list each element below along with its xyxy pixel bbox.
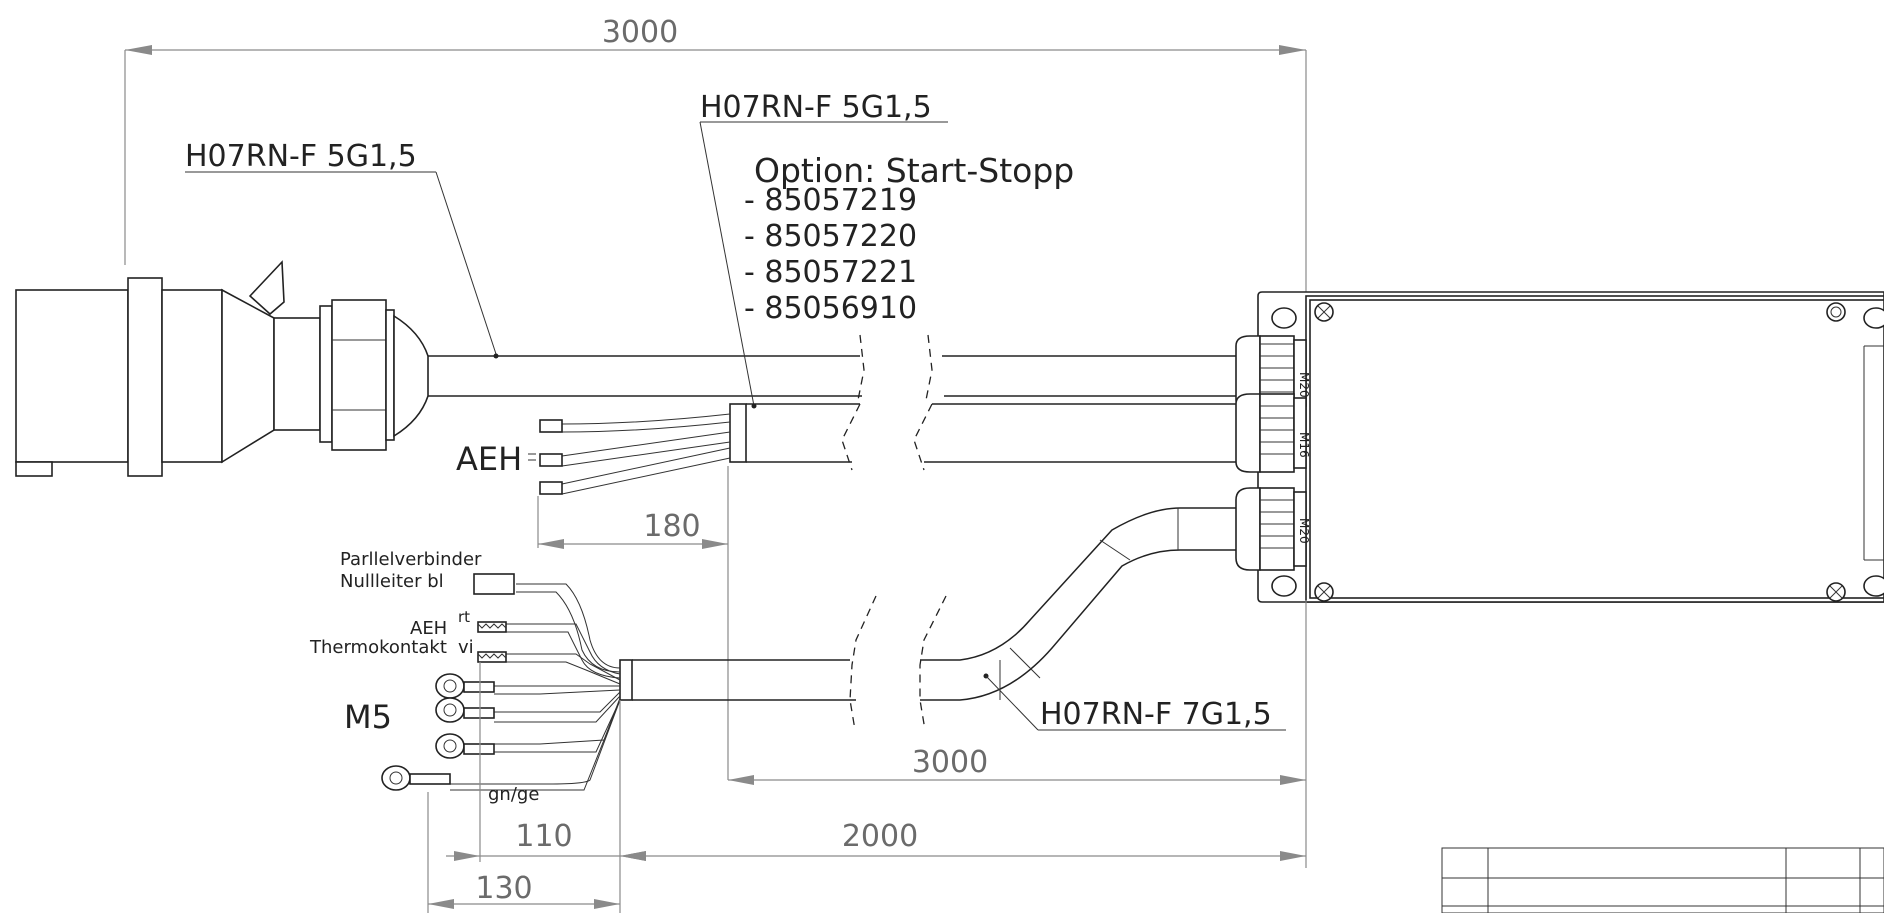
option-item-1: - 85057219 xyxy=(744,183,917,218)
option-item-3: - 85057221 xyxy=(744,255,917,290)
dimension-180: 180 xyxy=(537,466,729,780)
lower-cable xyxy=(450,507,1236,791)
dimension-top-3000-text: 3000 xyxy=(602,15,678,50)
rt-label: rt xyxy=(458,608,470,626)
aeh-label: AEH xyxy=(456,440,522,478)
aeh-cable-text: H07RN-F 5G1,5 xyxy=(700,90,932,125)
gland-1-label: M20 xyxy=(1297,372,1311,398)
option-item-4: - 85056910 xyxy=(744,291,917,326)
gland-2: M16 xyxy=(1235,393,1311,473)
gland-3: M20 xyxy=(1235,487,1311,571)
cable-glands: M20 M16 M20 xyxy=(1235,335,1311,571)
dimension-lower-3000: 3000 xyxy=(728,600,1307,868)
label-aeh-cable: H07RN-F 5G1,5 xyxy=(699,90,948,409)
option-item-2: - 85057220 xyxy=(744,219,917,254)
dimension-top-3000: 3000 xyxy=(124,15,1307,300)
cee-plug xyxy=(15,260,429,477)
neutral-label: Nullleiter bl xyxy=(340,571,444,592)
label-main-cable: H07RN-F 5G1,5 xyxy=(185,139,499,359)
m5-label: M5 xyxy=(344,698,392,736)
screw-bl xyxy=(1314,582,1334,602)
dimension-130-text: 130 xyxy=(475,871,532,906)
main-cable xyxy=(428,334,1236,401)
aeh-small-label: AEH xyxy=(410,618,447,639)
dimension-lower-3000-text: 3000 xyxy=(912,745,988,780)
ring-lug-3 xyxy=(435,733,495,759)
aeh-cable: AEH xyxy=(456,403,1236,495)
lower-cable-text: H07RN-F 7G1,5 xyxy=(1040,697,1272,732)
ring-lug-4 xyxy=(381,765,451,791)
ring-lug-2 xyxy=(435,697,495,723)
gnge-label: gn/ge xyxy=(488,784,539,805)
main-cable-text: H07RN-F 5G1,5 xyxy=(185,139,417,174)
ring-lug-1 xyxy=(435,673,495,699)
screw-br xyxy=(1826,582,1846,602)
dimension-180-text: 180 xyxy=(643,509,700,544)
gland-2-label: M16 xyxy=(1297,432,1311,458)
screw-tr xyxy=(1826,302,1846,322)
option-start-stopp: Option: Start-Stopp - 85057219 - 8505722… xyxy=(744,151,1074,326)
dimension-110-text: 110 xyxy=(515,819,572,854)
screw-tl xyxy=(1314,302,1334,322)
dimension-2000-text: 2000 xyxy=(842,819,918,854)
junction-box xyxy=(1257,291,1884,603)
parallel-connector-label: Parllelverbinder xyxy=(340,549,482,570)
dimension-110: 110 xyxy=(446,662,646,862)
label-lower-cable: H07RN-F 7G1,5 xyxy=(983,673,1286,732)
option-title: Option: Start-Stopp xyxy=(754,151,1074,190)
gland-3-label: M20 xyxy=(1297,518,1311,544)
lead-terminals: Parllelverbinder Nullleiter bl AEH rt Th… xyxy=(309,549,539,805)
dimension-130: 130 xyxy=(427,792,620,913)
title-block xyxy=(1441,847,1884,913)
vi-label: vi xyxy=(458,637,474,658)
thermo-label: Thermokontakt xyxy=(309,637,447,658)
